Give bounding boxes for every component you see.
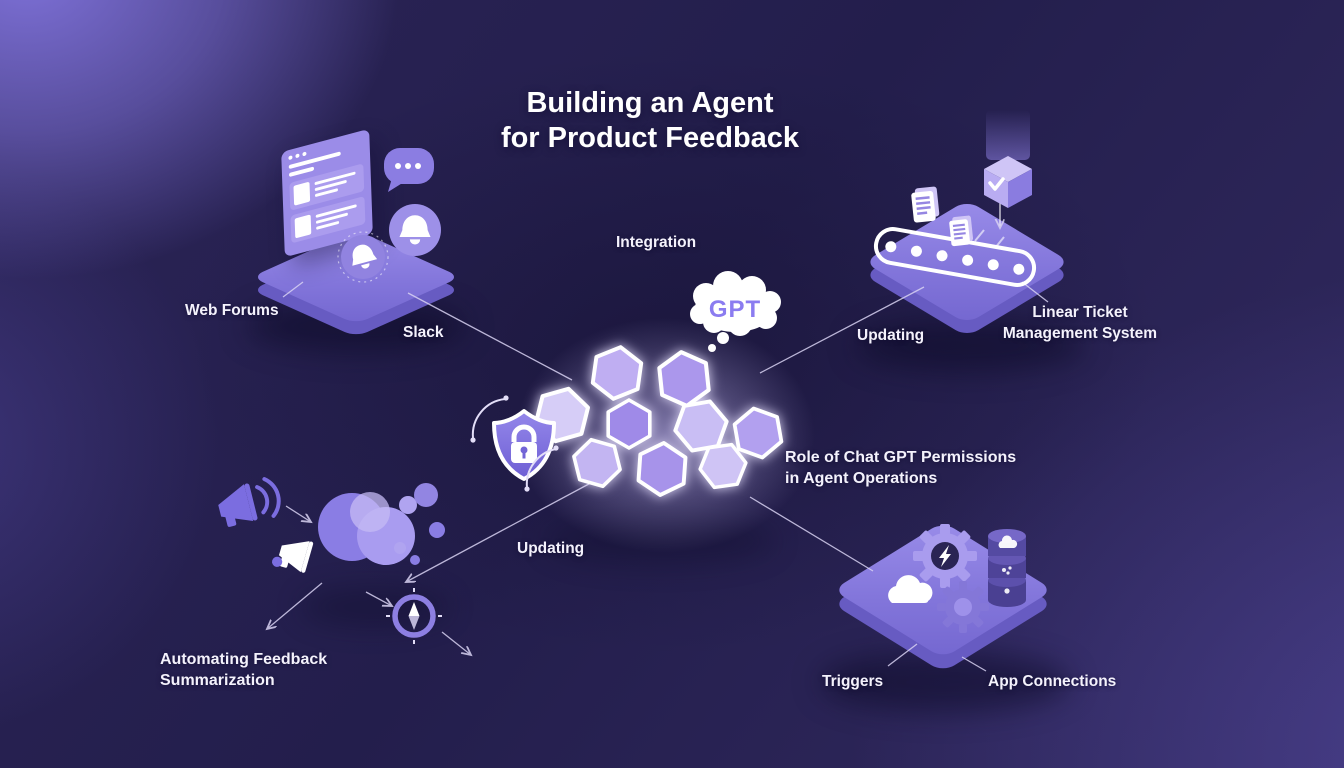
label-integration: Integration xyxy=(616,234,697,251)
bubbles-shadow xyxy=(300,588,450,626)
conveyor-belt-icon xyxy=(873,227,1037,287)
arrow-compass-out xyxy=(441,631,471,655)
compass-icon xyxy=(386,588,442,644)
label-triggers: Triggers xyxy=(822,673,884,690)
line-center-to-triggers xyxy=(749,496,874,572)
database-icon xyxy=(988,529,1026,607)
label-linear-ticket: Linear Ticket Management System xyxy=(970,302,1190,344)
label-web-forums: Web Forums xyxy=(185,302,279,319)
label-updating-center: Updating xyxy=(517,540,585,557)
arrow-center-to-compass xyxy=(406,477,601,582)
label-role-permissions: Role of Chat GPT Permissions in Agent Op… xyxy=(785,447,1016,489)
connector-lines xyxy=(267,198,1049,672)
label-role-line1: Role of Chat GPT Permissions xyxy=(785,449,1017,466)
hexagon-cluster-icon xyxy=(533,342,786,499)
thought-cloud-icon: GPT xyxy=(690,271,781,352)
arrow-bubbles-to-label xyxy=(267,582,323,629)
label-app-connections: App Connections xyxy=(988,673,1117,690)
speech-bubble-icon xyxy=(384,148,434,192)
label-slack: Slack xyxy=(403,324,444,341)
line-app-connections-label xyxy=(961,656,987,672)
shield-lock-icon xyxy=(470,395,559,492)
label-updating-top: Updating xyxy=(857,327,925,344)
label-automating: Automating Feedback Summarization xyxy=(160,649,327,691)
gear-lightning-icon xyxy=(913,524,977,588)
page-title: Building an Agent for Product Feedback xyxy=(395,86,905,156)
line-linear-ticket xyxy=(1021,281,1049,303)
arrow-to-compass xyxy=(365,591,392,606)
line-center-to-conveyor xyxy=(759,286,925,374)
ticket-document-icon xyxy=(911,186,940,223)
label-linear-ticket-line1: Linear Ticket xyxy=(1032,304,1128,321)
check-cube-icon xyxy=(984,110,1032,208)
bubble-cluster-icon xyxy=(318,483,445,565)
gpt-label: GPT xyxy=(709,296,761,323)
bell-icon xyxy=(389,204,441,256)
line-web-forums xyxy=(282,281,304,298)
check-icon xyxy=(988,177,1005,191)
label-automating-line1: Automating Feedback xyxy=(160,651,328,668)
arrow-megaphone-to-bubbles xyxy=(285,505,311,522)
ticket-document-icon xyxy=(949,215,974,247)
label-linear-ticket-line2: Management System xyxy=(1002,325,1158,342)
label-automating-line2: Summarization xyxy=(160,672,275,689)
megaphone-icon xyxy=(214,477,281,529)
gear-icon xyxy=(937,581,989,633)
cloud-icon xyxy=(888,575,933,603)
page-title-line2: for Product Feedback xyxy=(500,122,800,154)
megaphone-icon xyxy=(272,534,314,574)
page-title-line1: Building an Agent xyxy=(526,87,774,119)
bell-icon xyxy=(337,231,389,283)
lightning-icon xyxy=(939,545,951,567)
line-triggers-label xyxy=(887,643,918,667)
label-role-line2: in Agent Operations xyxy=(785,470,938,487)
line-slack-to-center xyxy=(407,292,573,381)
